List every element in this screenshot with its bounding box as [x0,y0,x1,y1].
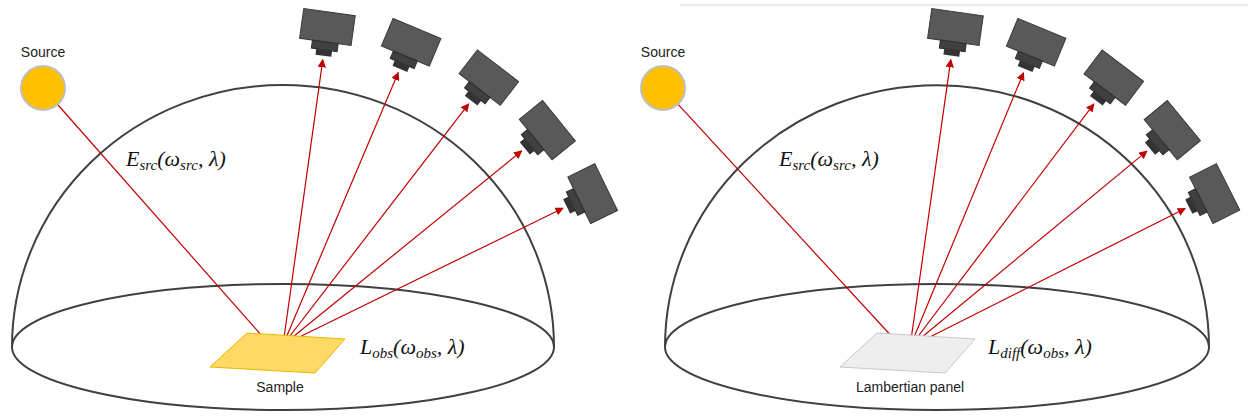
sample-plate: Sample [202,331,358,395]
camera-body [300,9,356,46]
light-source: Source [10,44,76,112]
camera-lens [315,49,332,57]
camera-icon [298,9,356,60]
subscript: src [792,157,810,173]
subscript: src [833,157,851,173]
camera-body [459,50,519,105]
camera-icon [1133,100,1200,168]
camera-body [928,9,984,46]
subscript: src [180,157,198,173]
observation-ray [910,151,1147,347]
camera-icon [555,164,617,230]
radiometric-label: Ldiff(ωobs, λ) [986,334,1094,360]
camera-lens [563,197,575,214]
camera-icon [508,100,575,168]
observation-ray [283,104,469,345]
subscript: src [139,157,157,173]
observation-ray [910,73,1024,347]
camera-icon [926,9,984,60]
camera-lens [1018,60,1035,72]
camera-icon [1076,50,1144,116]
panel-shape [832,331,982,375]
sample-label: Lambertian panel [832,379,988,395]
dome-base [665,284,1209,410]
subscript: diff [1000,345,1020,361]
observation-ray [910,209,1185,348]
observation-ray [283,60,323,345]
camera-body [1144,100,1200,159]
camera-body [1084,50,1144,105]
camera-lens [393,60,410,72]
camera-icon [451,50,519,117]
camera-lens [520,138,535,154]
dome-outline [665,85,1209,347]
radiometric-label: Esrc(ωsrc, λ) [777,146,881,172]
source-label: Source [10,44,76,60]
illumination-ray [58,105,277,354]
light-source: Source [630,44,696,112]
panel-polygon [210,333,345,373]
dome-outline [12,85,554,347]
camera-lens [1185,197,1198,214]
source-circle [639,64,687,112]
source-disc [21,66,65,110]
subscript: obs [372,345,393,361]
camera-icon [1001,18,1066,79]
camera-icon [1177,164,1240,230]
observation-ray [283,151,522,345]
camera-lens [1145,139,1160,155]
subscript: obs [1043,345,1064,361]
source-circle [19,64,67,112]
camera-lens [1090,91,1106,105]
subscript: obs [416,345,437,361]
camera-mount [311,40,338,52]
observation-ray [910,60,951,347]
illumination-ray [678,104,907,353]
lambertian-panel: Lambertian panel [832,331,988,395]
panel-polygon [840,333,975,373]
camera-body [519,100,575,159]
observation-ray [283,208,563,345]
radiometric-label: Esrc(ωsrc, λ) [124,146,228,172]
source-disc [641,66,685,110]
panel-shape [202,331,352,375]
camera-lens [465,91,481,106]
camera-icon [376,18,441,79]
dome-base [12,284,554,410]
radiometric-label: Lobs(ωobs, λ) [358,334,467,360]
source-label: Source [630,44,696,60]
sample-label: Sample [202,379,358,395]
observation-ray [910,104,1094,347]
observation-ray [283,73,398,345]
camera-lens [943,49,960,57]
top-rule [680,5,1248,6]
